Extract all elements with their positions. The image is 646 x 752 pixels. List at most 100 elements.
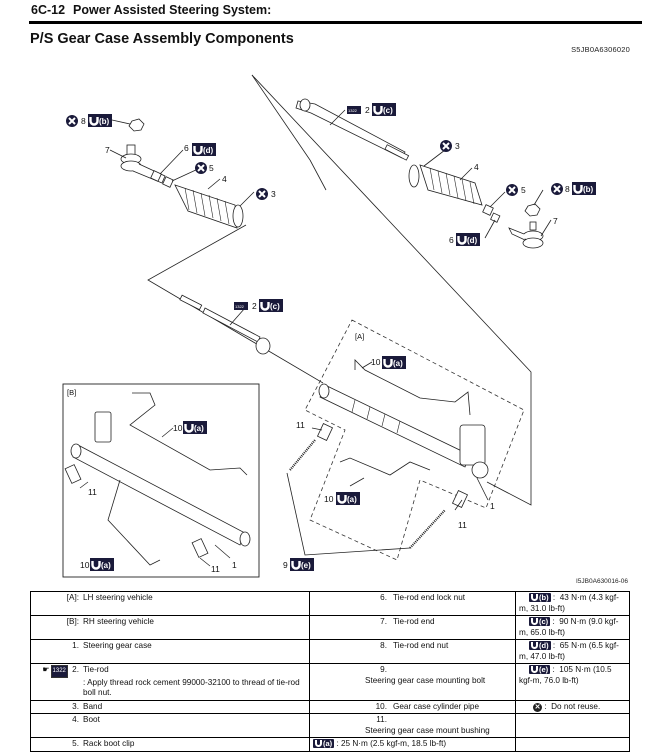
thread-cement-icon: 1322	[234, 302, 248, 310]
callout-1: 1	[490, 501, 495, 511]
torque-badge: (a)	[313, 739, 335, 748]
item-key: 6.	[380, 593, 387, 602]
torque-a-tag: (a)	[88, 556, 114, 573]
torque-c-tag: (c)	[257, 297, 283, 314]
item-key: [B]:	[66, 617, 79, 626]
tie-rod-ball-part	[255, 337, 271, 355]
torque-badge: (d)	[529, 641, 551, 650]
item-label: Steering gear case	[83, 641, 152, 650]
boot-part	[419, 164, 483, 206]
exploded-diagram: 8 (b) 7 6 (d) 5 4 3	[62, 74, 596, 578]
item-label: Rack boot clip	[83, 739, 135, 748]
left-tie-rod-end-group	[109, 118, 255, 229]
callout-8: 8	[81, 116, 86, 126]
svg-text:(b): (b)	[583, 185, 594, 194]
legend-right-cell	[515, 713, 630, 738]
item-label: Steering gear case mount bushing	[365, 725, 490, 735]
legend-mid-cell: (a) : 25 N·m (2.5 kgf-m, 18.5 lb-ft)	[309, 737, 516, 752]
torque-value: 65 N·m (6.5 kgf-m, 47.0 lb-ft)	[519, 641, 619, 661]
torque-wrench-icon	[315, 740, 322, 747]
middle-tie-rod-group	[179, 294, 271, 355]
item-label: Boot	[83, 715, 100, 724]
legend-right-cell: (c) : 90 N·m (9.0 kgf-m, 65.0 lb-ft)	[515, 615, 630, 640]
item-label: Band	[83, 701, 103, 711]
tie-rod-end-stud	[126, 144, 136, 156]
item-label: Tie-rod end	[393, 617, 435, 626]
callout-11: 11	[458, 520, 467, 530]
torque-a-tag: (a)	[334, 490, 360, 507]
svg-text:(e): (e)	[301, 561, 311, 570]
callout-4: 4	[474, 162, 479, 172]
callout-8: 8	[565, 184, 570, 194]
svg-text:(a): (a)	[194, 424, 204, 433]
torque-value: 90 N·m (9.0 kgf-m, 65.0 lb-ft)	[519, 617, 619, 637]
torque-b-tag: (b)	[570, 180, 596, 197]
mount-bushing-part	[64, 464, 82, 484]
item-label: Tie-rod end nut	[393, 641, 449, 650]
callout-3: 3	[455, 141, 460, 151]
legend-left-cell: [B]: RH steering vehicle	[30, 615, 310, 640]
callout-6: 6	[184, 143, 189, 153]
legend-mid-cell: 6. Tie-rod end lock nut	[309, 591, 516, 616]
lock-nut-part	[150, 170, 162, 182]
svg-text:1322: 1322	[348, 108, 358, 113]
svg-text:(d): (d)	[467, 236, 478, 245]
torque-c-tag: (c)	[370, 101, 396, 118]
torque-value: 43 N·m (4.3 kgf-m, 31.0 lb-ft)	[519, 593, 619, 613]
tie-rod-part	[202, 307, 261, 343]
callout-6: 6	[449, 235, 454, 245]
item-key: 5.	[72, 739, 79, 748]
right-group-callouts: 1322 2 (c) 3 4 5 8 (b) 6 (d) 7	[347, 101, 596, 248]
item-label: Steering gear case mounting bolt	[365, 675, 486, 685]
do-not-reuse-icon	[550, 182, 564, 196]
item-key: 2.	[72, 665, 79, 674]
item-key: 3.	[72, 701, 79, 711]
callout-10: 10	[80, 560, 90, 570]
do-not-reuse-icon	[439, 139, 453, 153]
do-not-reuse-icon	[65, 114, 79, 128]
svg-text:(d): (d)	[203, 146, 214, 155]
item-key: [A]:	[66, 593, 79, 602]
svg-text:(c): (c)	[270, 302, 280, 311]
item-label: Tie-rod end lock nut	[393, 593, 466, 602]
legend-mid-cell: 10.Gear case cylinder pipe	[309, 699, 516, 714]
legend-right-cell: ✕ : Do not reuse.	[515, 699, 630, 714]
item-key: 4.	[72, 715, 79, 724]
item-key: 9.	[380, 665, 387, 674]
title-rest: Gear Case Assembly Components	[53, 31, 294, 47]
torque-value: 105 N·m (10.5 kgf-m, 76.0 lb-ft)	[519, 665, 612, 685]
torque-value: 25 N·m (2.5 kgf-m, 18.5 lb-ft)	[341, 739, 447, 748]
item-label: RH steering vehicle	[83, 617, 154, 626]
callout-3: 3	[271, 189, 276, 199]
inset-a-label: [A]	[355, 332, 364, 341]
legend-right-cell	[515, 737, 630, 752]
chapter-title: Power Assisted Steering System:	[73, 3, 272, 17]
legend-right-cell: (b) : 43 N·m (4.3 kgf-m, 31.0 lb-ft)	[515, 591, 630, 616]
band-part	[232, 204, 244, 228]
legend-row: 3. Band 10.Gear case cylinder pipe✕ : Do n…	[30, 699, 630, 714]
callout-10: 10	[324, 494, 334, 504]
torque-a-tag: (a)	[181, 419, 207, 436]
torque-a-tag: (a)	[380, 354, 406, 371]
legend-row: 5. Rack boot clip (a) : 25 N·m (2.5 kgf-m,…	[30, 737, 630, 752]
callout-5: 5	[209, 163, 214, 173]
inset-b: [B] 10 (a) 11 10 (a) 1 11	[62, 383, 260, 578]
do-not-reuse-icon: ✕	[533, 702, 542, 712]
torque-wrench-icon	[531, 594, 538, 601]
callout-1: 1	[232, 560, 237, 570]
header-rule	[29, 21, 642, 24]
cylinder-pipe-part	[129, 392, 248, 476]
torque-wrench-icon	[531, 666, 538, 673]
callout-9: 9	[283, 560, 288, 570]
apply-cement-icon: ☛	[42, 665, 50, 674]
legend-right-cell: (e) : 105 N·m (10.5 kgf-m, 76.0 lb-ft)	[515, 663, 630, 701]
callout-2: 2	[365, 105, 370, 115]
legend-mid-cell: 9.Steering gear case mounting bolt	[309, 663, 516, 701]
callout-5: 5	[521, 185, 526, 195]
svg-text:(c): (c)	[383, 106, 393, 115]
callout-11: 11	[211, 564, 220, 574]
